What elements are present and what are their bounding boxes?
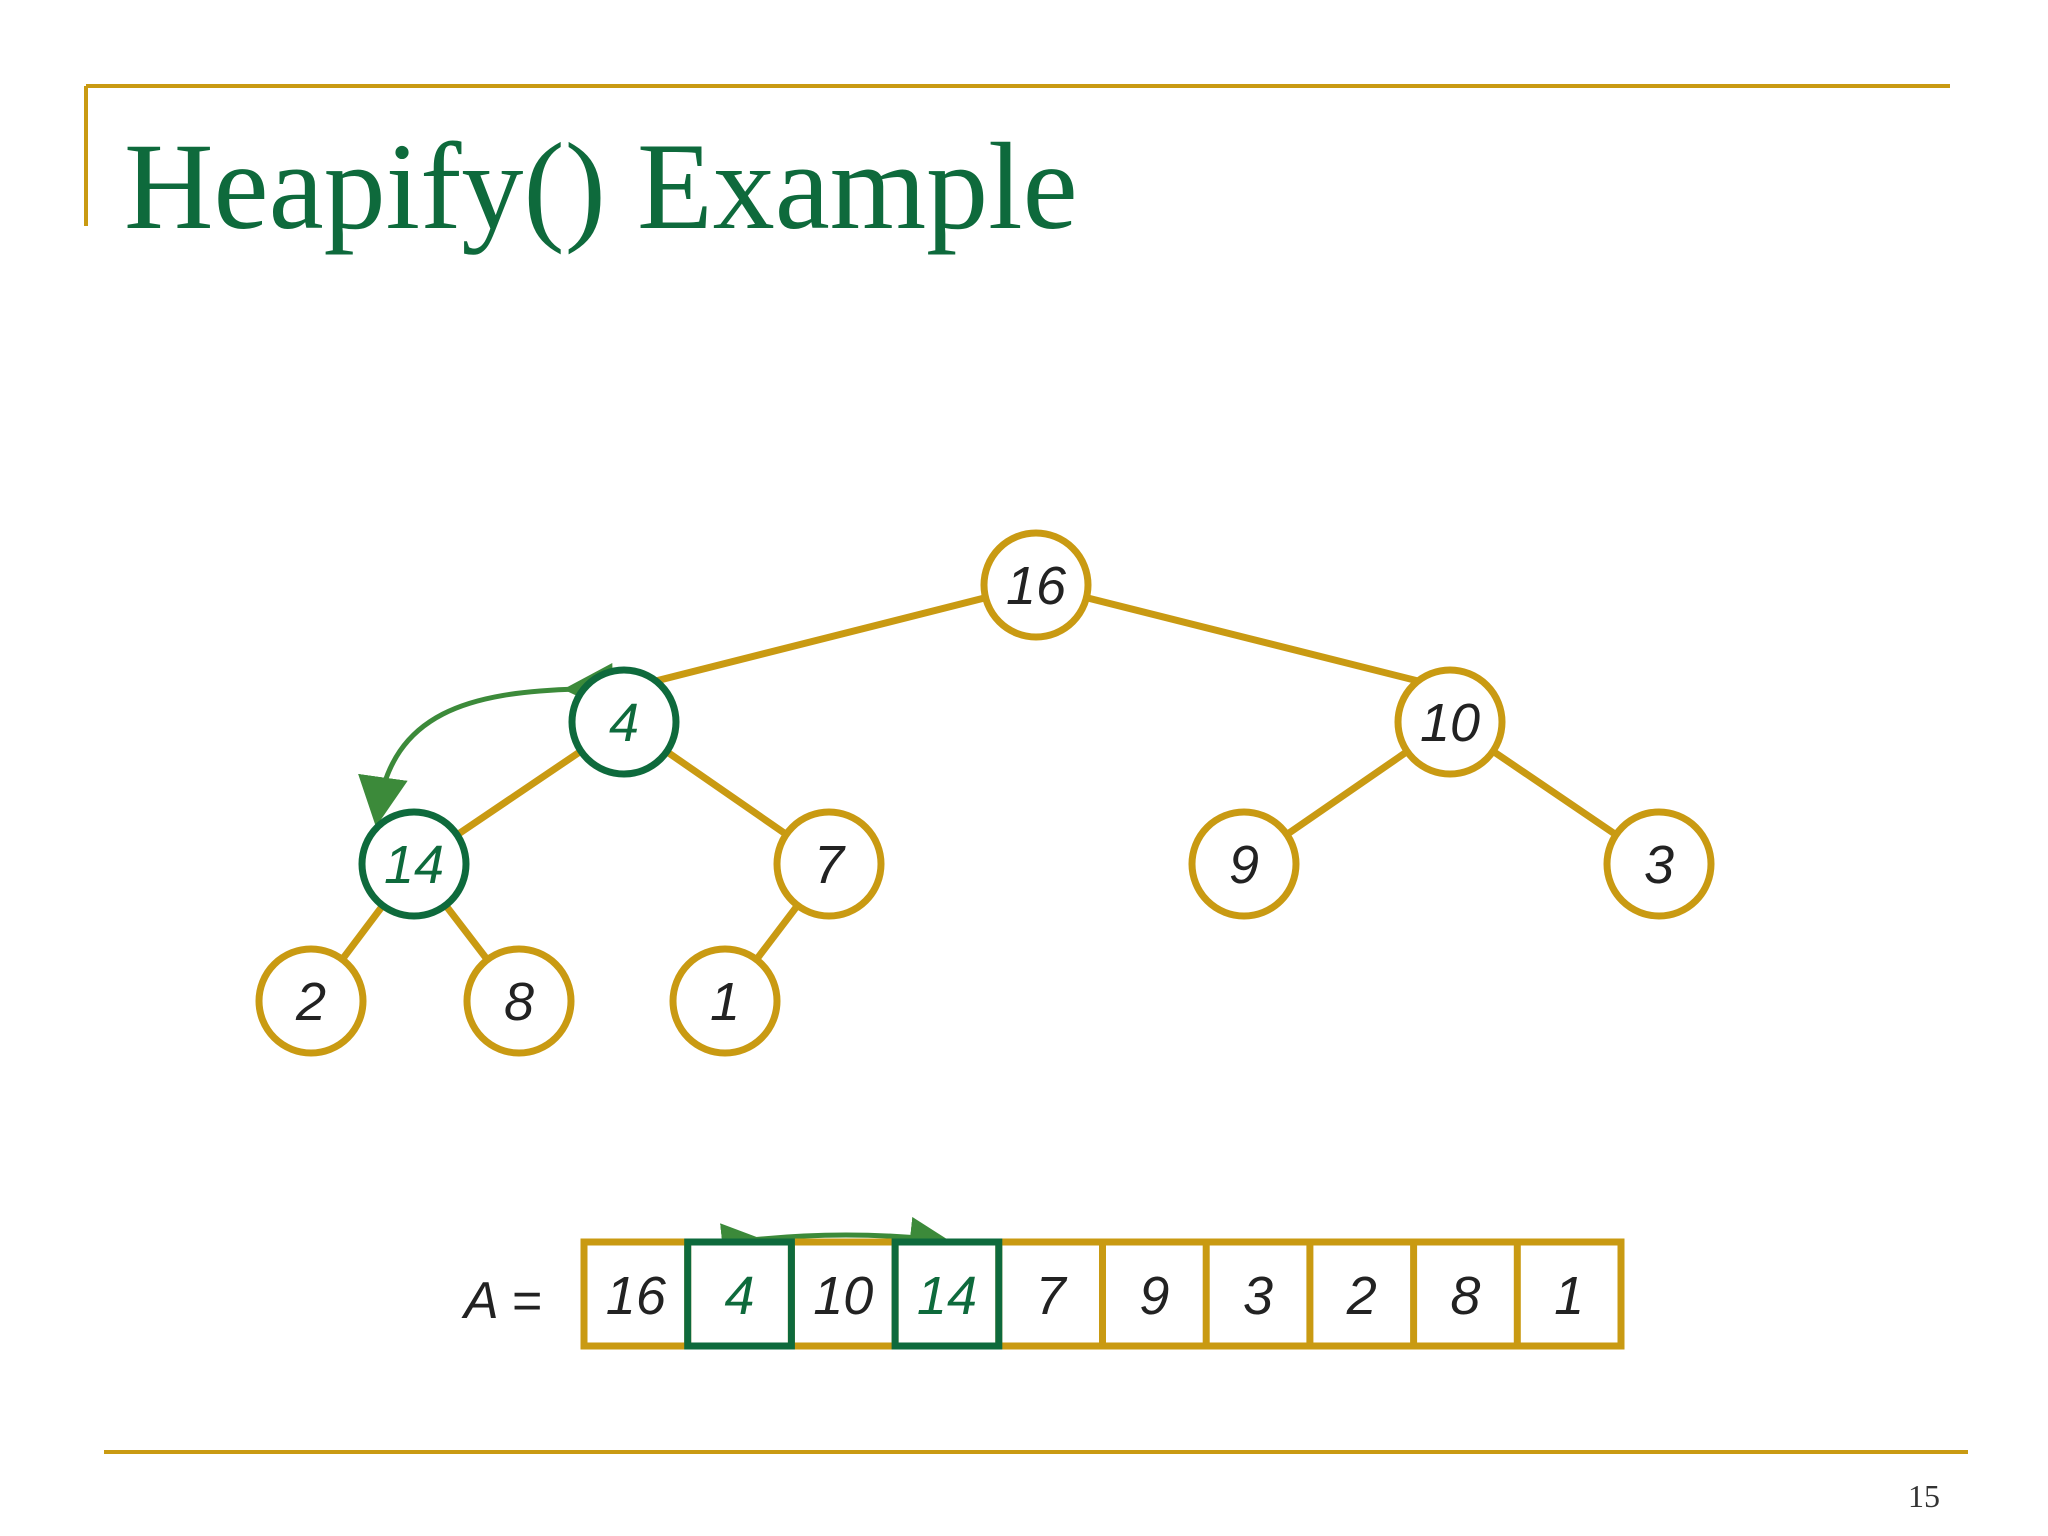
array-label: A = <box>461 1272 542 1330</box>
array-cell-highlight <box>891 1238 1003 1350</box>
heap-node: 16 <box>980 529 1092 641</box>
heap-node-label: 3 <box>1644 835 1674 895</box>
heap-node: 9 <box>1188 808 1300 920</box>
page-number: 15 <box>1908 1478 1940 1514</box>
array-cells: 16 4 10 14 7 9 3 2 8 1 <box>580 1238 1625 1350</box>
heap-node-label: 14 <box>384 835 444 895</box>
tree-nodes: 16 4 10 14 7 9 3 2 8 1 <box>255 529 1715 1057</box>
array-cell-value: 16 <box>606 1266 667 1326</box>
array-cell-value: 2 <box>1346 1266 1377 1326</box>
array-cell-value: 4 <box>725 1266 755 1326</box>
heap-node: 10 <box>1394 666 1506 778</box>
slide-title: Heapify() Example <box>124 118 1078 255</box>
tree-edge <box>1035 581 1451 693</box>
array-cell-value: 7 <box>1036 1266 1068 1326</box>
heap-node-circle <box>773 808 885 920</box>
tree-edge <box>623 581 1037 693</box>
heap-node-circle <box>358 808 470 920</box>
tree-swap-arrow <box>358 663 614 827</box>
array-cell-value: 8 <box>1450 1266 1480 1326</box>
heap-node-label: 4 <box>609 693 639 753</box>
array-cell-value: 14 <box>917 1266 977 1326</box>
heap-node: 2 <box>255 945 367 1057</box>
heap-node: 7 <box>773 808 885 920</box>
array-cell-value: 9 <box>1139 1266 1169 1326</box>
heap-node-label: 7 <box>814 835 846 895</box>
heap-node-label: 16 <box>1006 556 1067 616</box>
array-cell-value: 3 <box>1243 1266 1273 1326</box>
heap-node-circle <box>1603 808 1715 920</box>
heap-node-circle <box>1188 808 1300 920</box>
tree-edges <box>308 581 1661 1004</box>
heap-node-label: 8 <box>504 972 534 1032</box>
heap-node-circle <box>463 945 575 1057</box>
array-cell-value: 1 <box>1554 1266 1584 1326</box>
heap-node: 4 <box>568 666 680 778</box>
heap-node-circle <box>568 666 680 778</box>
heap-node-label: 10 <box>1420 693 1480 753</box>
heap-node-label: 1 <box>710 972 740 1032</box>
heap-node: 1 <box>669 945 781 1057</box>
heap-node-circle <box>980 529 1092 641</box>
array-swap-arrow <box>720 1216 950 1264</box>
heap-node-circle <box>255 945 367 1057</box>
heap-node: 3 <box>1603 808 1715 920</box>
heap-node-label: 2 <box>295 972 326 1032</box>
array-cell-highlight <box>684 1238 795 1350</box>
heap-node-label: 9 <box>1229 835 1259 895</box>
heap-node-circle <box>669 945 781 1057</box>
array-cell-value: 10 <box>813 1266 873 1326</box>
heap-node: 14 <box>358 808 470 920</box>
heap-node: 8 <box>463 945 575 1057</box>
heap-node-circle <box>1394 666 1506 778</box>
